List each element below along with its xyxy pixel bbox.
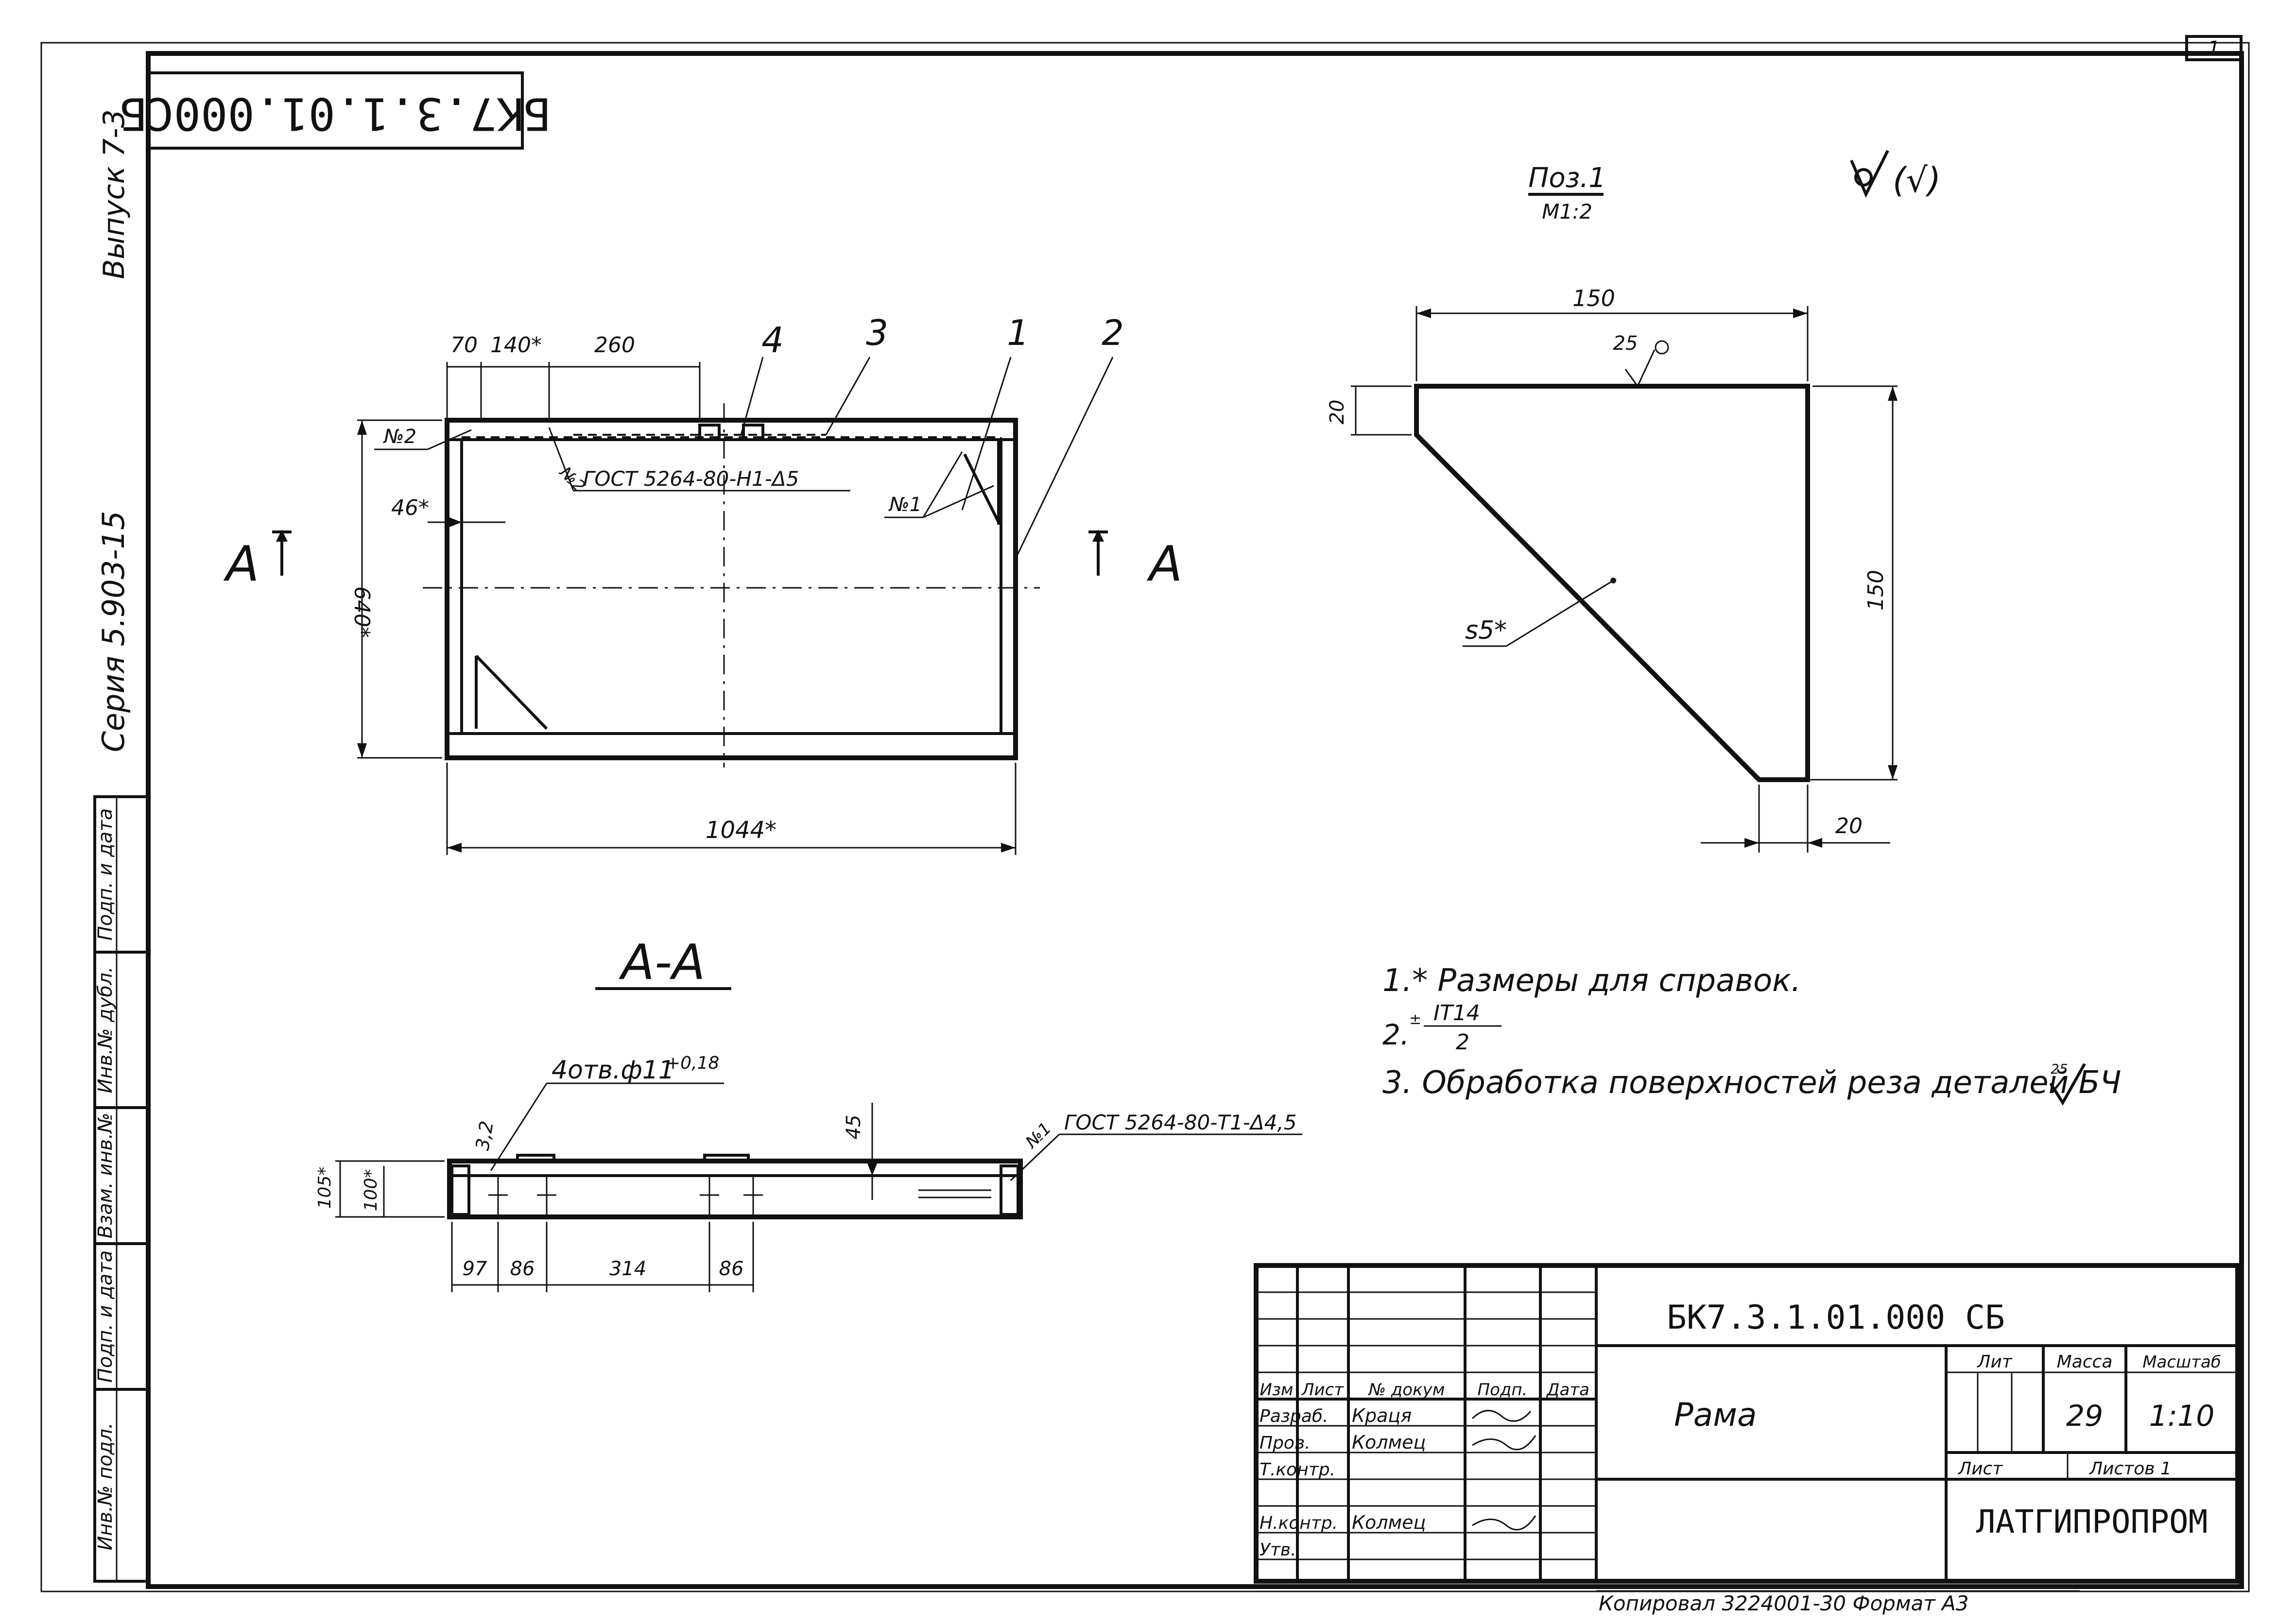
- svg-text:±: ±: [1409, 1011, 1421, 1028]
- thickness-s5: s5*: [1465, 616, 1507, 645]
- gost-weld-section: ГОСТ 5264-80-Т1-Δ4,5: [1064, 1111, 1297, 1134]
- section-title: А-А: [619, 934, 706, 991]
- note-1: 1.* Размеры для справок.: [1382, 963, 1801, 999]
- dim-260: 260: [594, 333, 635, 358]
- header-sign: Подп.: [1478, 1380, 1528, 1400]
- weld-label-no1: №1: [1021, 1119, 1055, 1153]
- rotated-code: БК7.3.1.01.000СБ: [120, 88, 551, 140]
- roughness-25-sign-icon: 25: [2049, 1061, 2086, 1106]
- section-marker-right: А: [1146, 535, 1182, 592]
- person: Колмец: [1352, 1512, 1426, 1533]
- signature-graphic: [1472, 1515, 1536, 1531]
- dim-140: 140*: [490, 333, 542, 358]
- detail-scale: М1:2: [1542, 200, 1592, 223]
- series-label: Серия 5.903-15: [96, 511, 131, 752]
- section-a-a: А-А 4отв.ф11 +0,18 3,2 №1 ГОСТ 5264-80-Т…: [315, 934, 1302, 1292]
- header-list: Лист: [1301, 1380, 1344, 1400]
- roughness-value: 3,2: [471, 1119, 498, 1152]
- holes-tolerance: +0,18: [666, 1053, 719, 1073]
- hole-markers: [488, 1176, 763, 1217]
- main-view: 70 140* 260 4 3 1 2 №2 №2 ГОСТ 5264-80-Н…: [223, 312, 1182, 855]
- margin-field: Подп. и дата: [94, 808, 117, 940]
- organization: ЛАТГИПРОПРОМ: [1976, 1503, 2208, 1540]
- gost-weld-main: ГОСТ 5264-80-Н1-Δ5: [583, 467, 799, 491]
- note-2-numerator: IT14: [1433, 1001, 1480, 1026]
- position-label: 4: [761, 320, 784, 360]
- dim-70: 70: [450, 333, 478, 358]
- person: Колмец: [1352, 1432, 1426, 1453]
- signature-graphic: [1472, 1435, 1536, 1451]
- weld-label-no1: №1: [888, 494, 922, 516]
- role: Пров.: [1260, 1433, 1311, 1453]
- note-2-prefix: 2.: [1382, 1018, 1409, 1051]
- margin-stamp-table: [93, 795, 150, 1583]
- note-3: 3. Обработка поверхностей реза деталей Б…: [1382, 1065, 2121, 1101]
- role: Утв.: [1260, 1540, 1296, 1560]
- inner-drawing-frame: [146, 51, 2244, 1589]
- header-doc: № докум: [1368, 1380, 1445, 1400]
- sheet-label: Лист: [1957, 1459, 2003, 1479]
- signature-graphic: [1471, 1410, 1532, 1422]
- scale-value: 1:10: [2149, 1399, 2215, 1433]
- roughness-general: (√): [1893, 160, 1941, 200]
- margin-field: Взам. инв.№: [94, 1113, 117, 1239]
- scale-label: Масштаб: [2142, 1352, 2221, 1372]
- sheet-number: 1: [2208, 37, 2220, 60]
- margin-field: Инв.№ подл.: [94, 1422, 117, 1550]
- note-2-denominator: 2: [1456, 1030, 1469, 1055]
- sheet-number-box: [2185, 35, 2243, 61]
- holes-note: 4отв.ф11: [552, 1056, 674, 1085]
- dim-1044: 1044*: [706, 817, 777, 844]
- part-name: Рама: [1674, 1396, 1757, 1434]
- dim-86-left: 86: [510, 1258, 535, 1280]
- margin-field: Подп. и дата: [94, 1250, 117, 1383]
- detail-title: Поз.1: [1528, 162, 1606, 194]
- lit-label: Лит: [1976, 1352, 2012, 1372]
- sheets-label: Листов 1: [2088, 1459, 2172, 1479]
- outer-trim-frame: [40, 42, 2250, 1592]
- copy-note: Копировал 3224001-30 Формат А3: [1599, 1591, 1969, 1615]
- header-izm: Изм: [1260, 1380, 1293, 1400]
- rotated-code-box: [147, 71, 524, 150]
- role: Н.контр.: [1260, 1513, 1338, 1533]
- dim-100: 100*: [361, 1169, 381, 1212]
- section-marker-left: А: [223, 535, 259, 592]
- position-label: 3: [866, 312, 888, 353]
- role: Разраб.: [1260, 1406, 1328, 1426]
- position-label: 1: [1007, 312, 1029, 353]
- section-outline: [447, 1159, 1023, 1219]
- dim-97: 97: [463, 1258, 487, 1280]
- dim-105: 105*: [315, 1167, 335, 1209]
- designation: БК7.3.1.01.000 СБ: [1667, 1299, 2005, 1337]
- mass-value: 29: [2066, 1399, 2103, 1433]
- dim-314: 314: [609, 1258, 646, 1280]
- roughness-sign-icon: [1850, 150, 1889, 198]
- header-date: Дата: [1546, 1380, 1589, 1400]
- mass-label: Масса: [2057, 1352, 2113, 1372]
- margin-field: Инв.№ дубл.: [94, 967, 117, 1094]
- role: Т.контр.: [1260, 1460, 1335, 1480]
- title-block: Изм Лист № докум Подп. Дата Разраб. Крац…: [1254, 1263, 2240, 1584]
- dim-640: 640*: [349, 586, 374, 638]
- technical-notes: 1.* Размеры для справок. 2. ± IT14 2 3. …: [1382, 963, 2121, 1106]
- weld-label-no2: №2: [383, 426, 416, 448]
- position-label: 2: [1102, 312, 1124, 353]
- frame-outline: [445, 418, 1018, 760]
- dim-20-left: 20: [1326, 400, 1348, 425]
- dim-20-bottom: 20: [1835, 814, 1863, 838]
- dim-46: 46*: [391, 496, 429, 520]
- dim-86-right: 86: [719, 1258, 744, 1280]
- svg-text:25: 25: [2051, 1061, 2068, 1077]
- dim-150-right: 150: [1864, 570, 1888, 611]
- dim-45: 45: [843, 1115, 865, 1140]
- dim-150-top: 150: [1572, 285, 1615, 311]
- person: Краця: [1352, 1405, 1412, 1426]
- roughness-25: 25: [1613, 332, 1638, 355]
- issue-label: Выпуск 7-3: [97, 109, 131, 279]
- detail-pos1: Поз.1 М1:2 (√) 150 25 20 150: [1326, 150, 1941, 853]
